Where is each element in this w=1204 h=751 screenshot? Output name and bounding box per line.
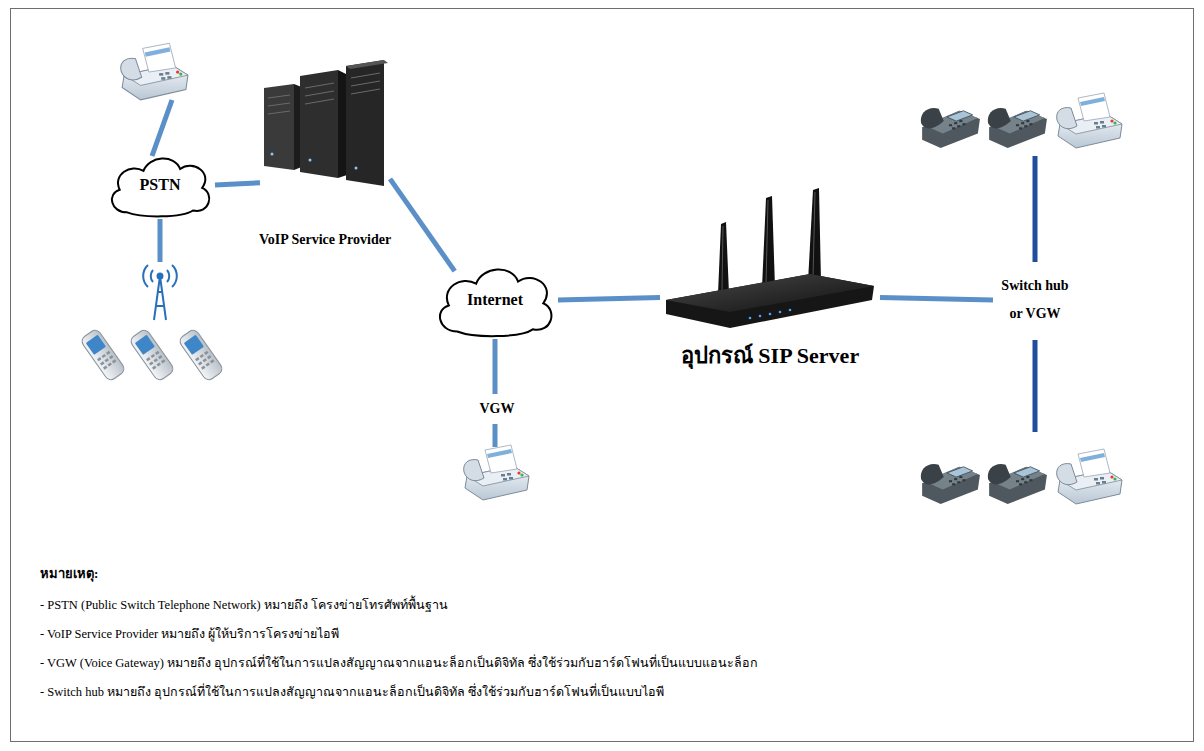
cloud-node: Internet (432, 262, 558, 338)
note-line: - Switch hub หมายถึง อุปกรณ์ที่ใช้ในการแ… (40, 682, 664, 702)
mobile-phone-icon (129, 328, 176, 382)
note-line: - PSTN (Public Switch Telephone Network)… (40, 595, 448, 615)
note-heading: หมายเหตุ: (40, 563, 98, 584)
network-link (215, 183, 260, 185)
fax-icon (464, 445, 529, 500)
ip-phone-icon (988, 464, 1047, 504)
node-label: Switch hub or VGW (995, 272, 1075, 328)
server-illustration (260, 58, 390, 188)
node-label: PSTN (140, 176, 181, 194)
fax-icon (1057, 449, 1122, 504)
fax-icon (1057, 93, 1122, 148)
frame-border (11, 9, 1194, 742)
ip-phone-icon (921, 108, 980, 148)
node-label: VoIP Service Provider (246, 232, 404, 248)
cloud-node: PSTN (105, 152, 215, 218)
node-label: อุปกรณ์ SIP Server (646, 338, 894, 373)
router-illustration (660, 182, 880, 332)
mobile-phone-icon (178, 328, 225, 382)
radio-tower (143, 265, 177, 320)
ip-phone-icon (988, 108, 1047, 148)
node-label: Internet (467, 291, 523, 309)
note-line: - VGW (Voice Gateway) หมายถึง อุปกรณ์ที่… (40, 653, 758, 673)
note-line: - VoIP Service Provider หมายถึง ผู้ให้บร… (40, 624, 339, 644)
network-link (558, 298, 660, 301)
server-node: VoIP Service Provider (246, 58, 404, 248)
mobile-phone-icon (80, 328, 127, 382)
network-link (390, 179, 455, 271)
network-link (880, 298, 993, 301)
device-label: VGW (478, 401, 517, 417)
router-node: อุปกรณ์ SIP Server (646, 182, 894, 373)
switch-label-node: Switch hub or VGW (993, 272, 1077, 328)
ip-phone-icon (921, 464, 980, 504)
fax-icon (121, 43, 188, 100)
